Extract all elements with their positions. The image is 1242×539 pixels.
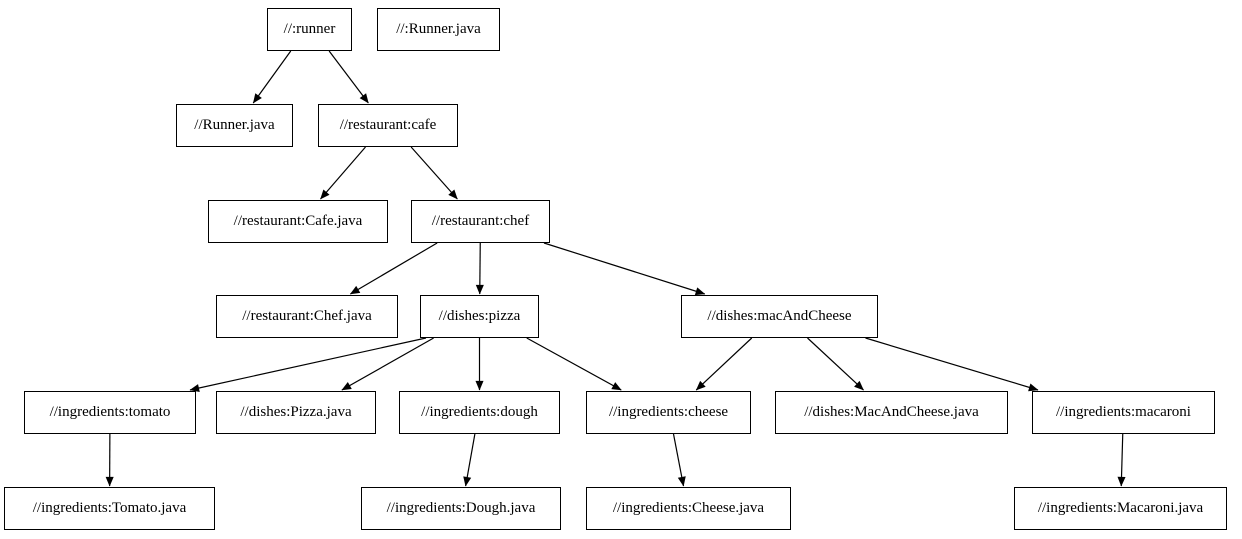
node-ingredients-tomato: //ingredients:tomato [24,391,196,434]
node-restaurant-chef: //restaurant:chef [411,200,550,243]
node-ingredients-cheese: //ingredients:cheese [586,391,751,434]
node-restaurant-cafe-java: //restaurant:Cafe.java [208,200,388,243]
node-dishes-pizza-java: //dishes:Pizza.java [216,391,376,434]
edge-runner-to-runner-java-file [252,50,292,104]
edge-chef-to-chef-java [349,242,438,295]
node-restaurant-cafe: //restaurant:cafe [318,104,458,147]
edge-cheese-to-cheese-java [672,433,686,487]
edge-chef-to-pizza [475,242,484,295]
edge-pizza-to-pizza-java [341,337,434,391]
node-dishes-mac-and-cheese: //dishes:macAndCheese [681,295,878,338]
edge-pizza-to-cheese [526,337,622,391]
node-runner: //:runner [267,8,352,51]
edge-mac-and-cheese-to-macaroni [865,337,1039,392]
node-dishes-pizza: //dishes:pizza [420,295,539,338]
edge-pizza-to-tomato [189,337,427,392]
node-runner-java-file: //Runner.java [176,104,293,147]
node-root-runner-java: //:Runner.java [377,8,500,51]
edge-dough-to-dough-java [463,433,476,487]
edge-mac-and-cheese-to-cheese [695,337,753,391]
edge-macaroni-to-macaroni-java [1117,433,1126,487]
node-ingredients-macaroni: //ingredients:macaroni [1032,391,1215,434]
edge-chef-to-mac-and-cheese [543,242,706,296]
edge-runner-to-cafe [328,50,369,104]
node-ingredients-dough-java: //ingredients:Dough.java [361,487,561,530]
edge-cafe-to-chef [410,146,458,200]
node-ingredients-macaroni-java: //ingredients:Macaroni.java [1014,487,1227,530]
node-ingredients-tomato-java: //ingredients:Tomato.java [4,487,215,530]
node-ingredients-dough: //ingredients:dough [399,391,560,434]
node-ingredients-cheese-java: //ingredients:Cheese.java [586,487,791,530]
node-dishes-mac-and-cheese-java: //dishes:MacAndCheese.java [775,391,1008,434]
edge-mac-and-cheese-to-mac-and-cheese-java [807,337,864,391]
node-restaurant-chef-java: //restaurant:Chef.java [216,295,398,338]
edge-cafe-to-cafe-java [320,146,366,200]
